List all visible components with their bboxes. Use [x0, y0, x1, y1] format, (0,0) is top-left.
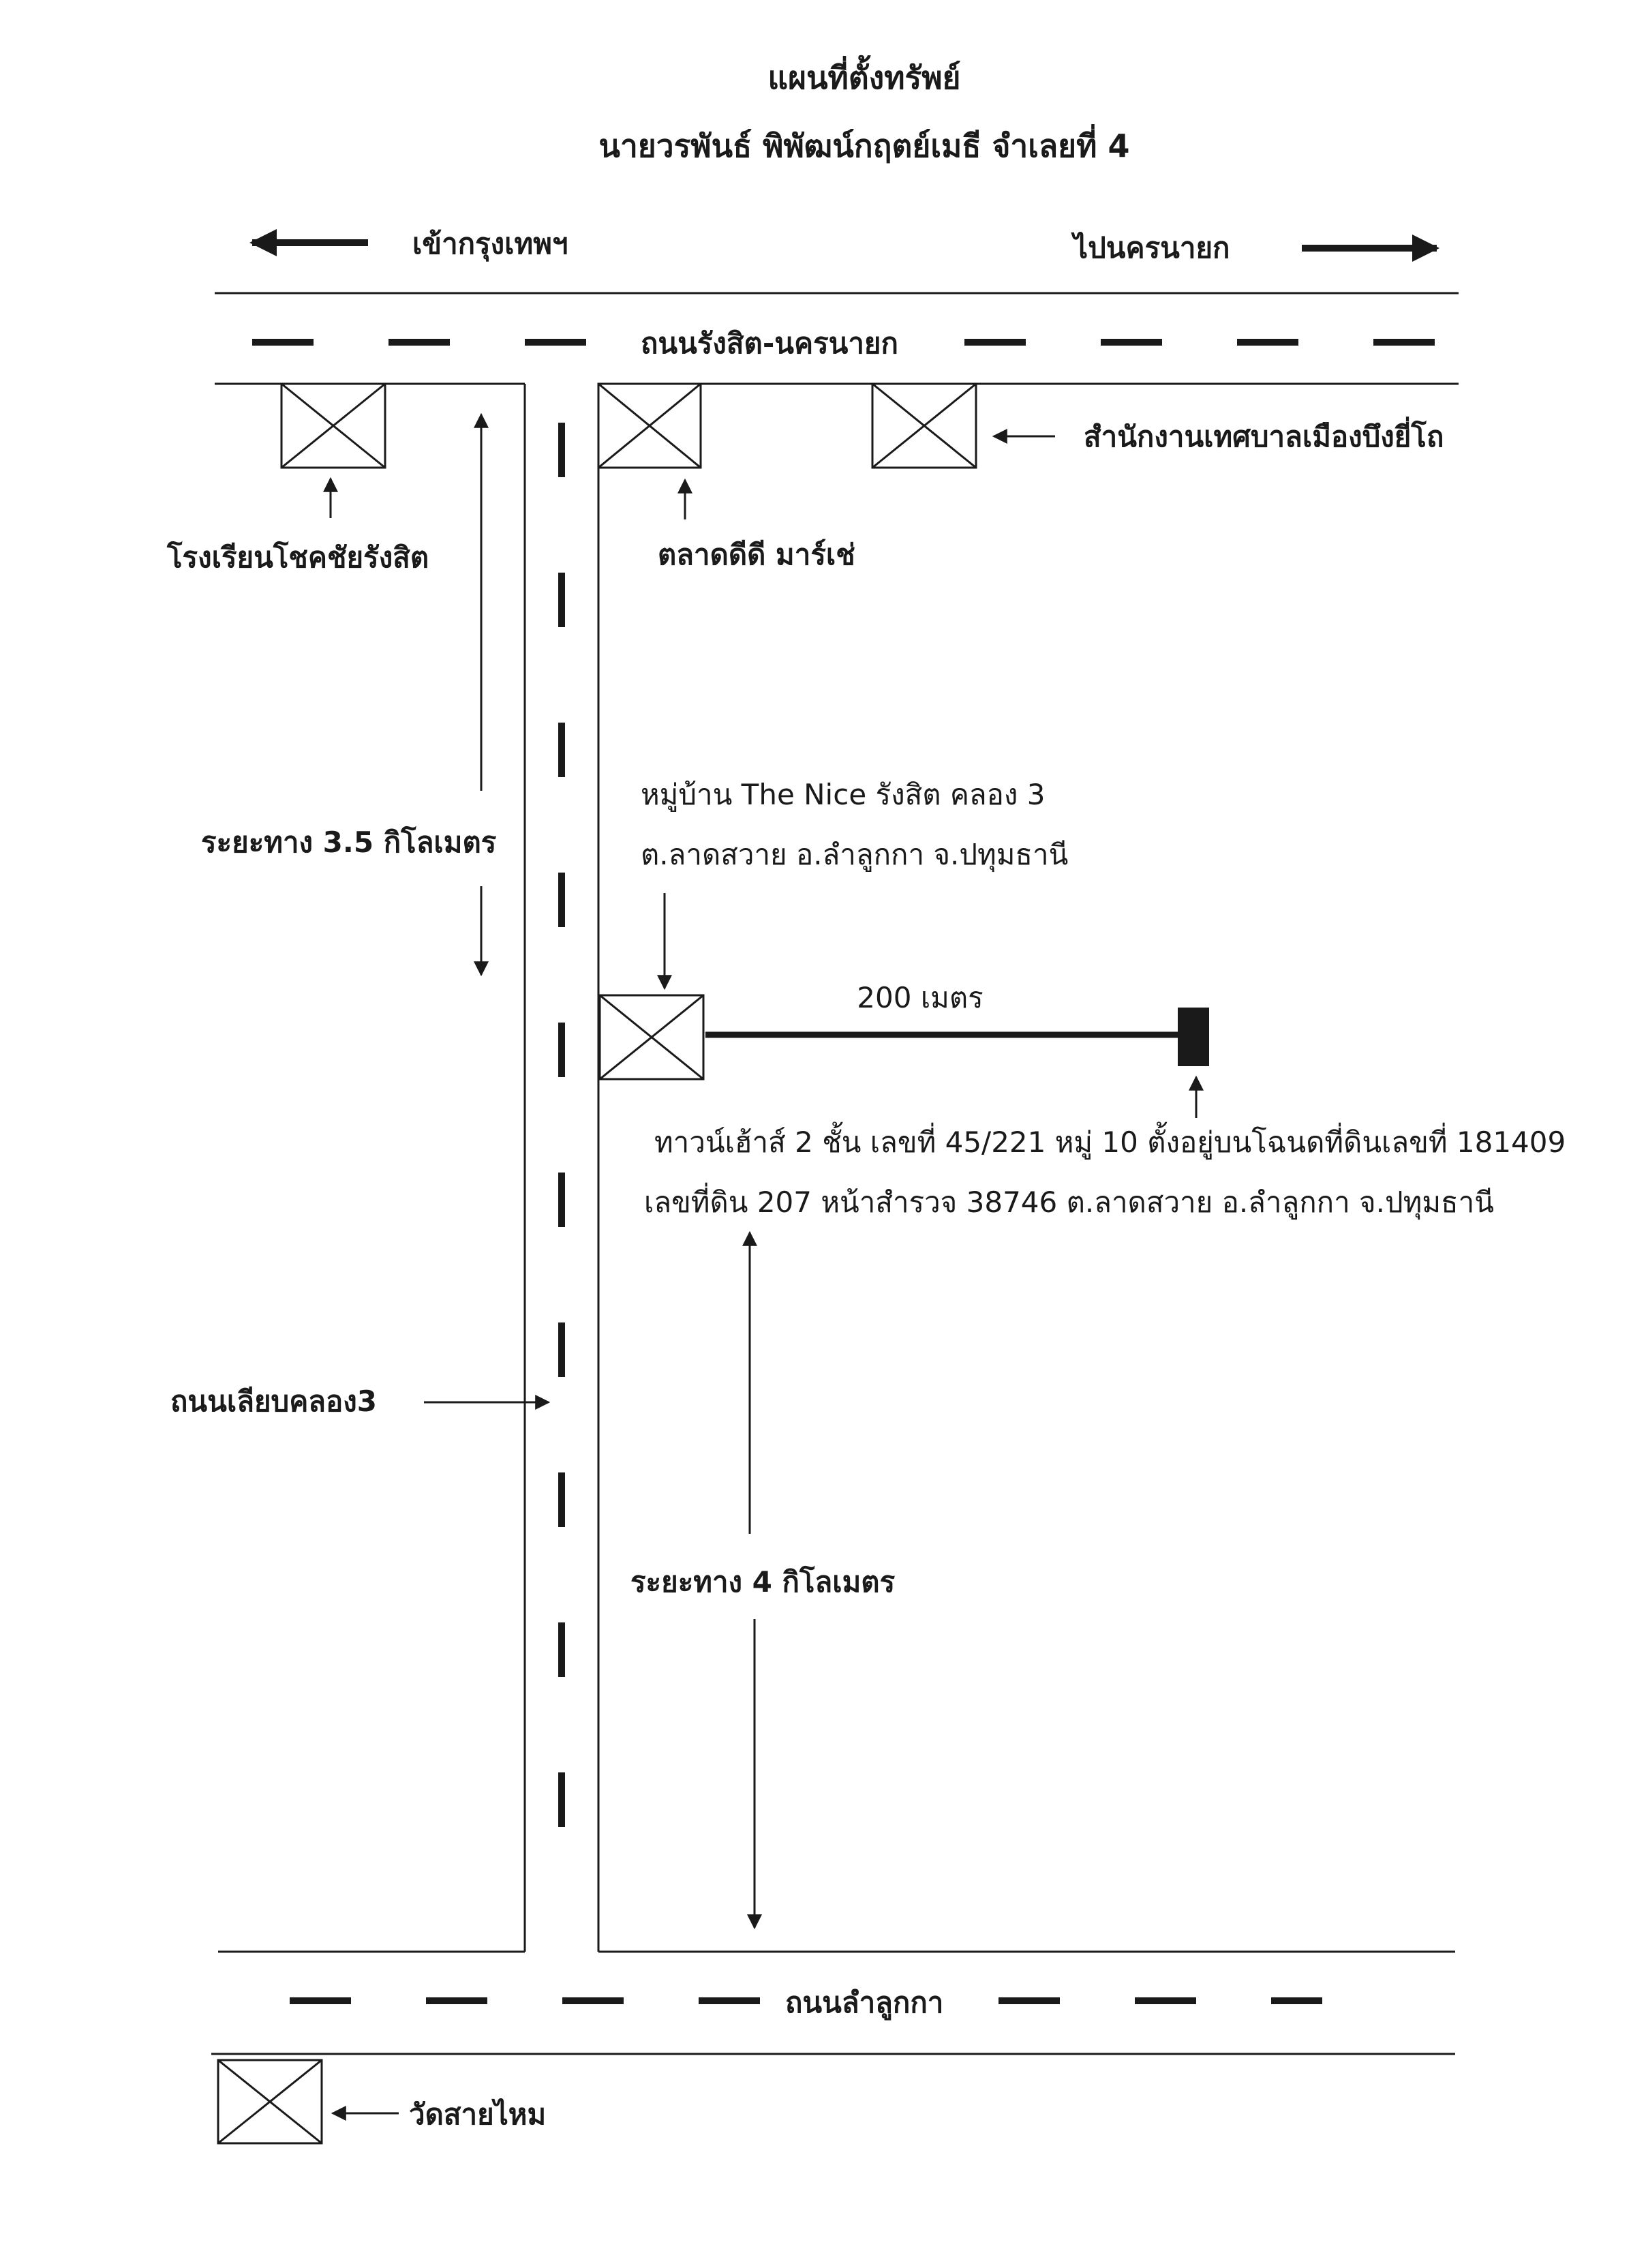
bottom-road-label: ถนนลำลูกกา	[785, 1986, 943, 2021]
temple-label: วัดสายไหม	[409, 2098, 546, 2131]
school-label: โรงเรียนโชคชัยรังสิต	[166, 541, 429, 574]
municipal-office-label: สำนักงานเทศบาลเมืองบึงยี่โถ	[1084, 417, 1444, 453]
lower-distance-label: ระยะทาง 4 กิโลเมตร	[630, 1565, 896, 1599]
vertical-road-label: ถนนเลียบคลอง3	[170, 1385, 377, 1418]
temple-marker-icon	[217, 2059, 323, 2145]
map-title: แผนที่ตั้งทรัพย์	[767, 55, 960, 96]
village-name: หมู่บ้าน The Nice รังสิต คลอง 3	[641, 778, 1045, 812]
market-marker-icon	[597, 382, 702, 469]
property-description-line1: ทาวน์เฮ้าส์ 2 ชั้น เลขที่ 45/221 หมู่ 10…	[654, 1121, 1566, 1160]
upper-distance-label: ระยะทาง 3.5 กิโลเมตร	[201, 826, 497, 859]
market-label: ตลาดดีดี มาร์เช่	[658, 538, 855, 571]
village-address: ต.ลาดสวาย อ.ลำลูกกา จ.ปทุมธานี	[641, 838, 1068, 873]
map-subtitle: นายวรพันธ์ พิพัฒน์กฤตย์เมธี จำเลยที่ 4	[599, 124, 1130, 164]
direction-nakhon-nayok: ไปนครนายก	[1071, 231, 1230, 264]
property-marker-icon	[1178, 1008, 1209, 1066]
village-marker-icon	[598, 994, 705, 1080]
school-marker-icon	[280, 382, 386, 469]
top-road-label: ถนนรังสิต-นครนายก	[641, 327, 898, 360]
direction-bangkok: เข้ากรุงเทพฯ	[412, 227, 568, 262]
municipal-office-marker-icon	[871, 382, 977, 469]
property-description-line2: เลขที่ดิน 207 หน้าสำรวจ 38746 ต.ลาดสวาย …	[644, 1183, 1494, 1220]
lane-distance-label: 200 เมตร	[857, 981, 983, 1014]
